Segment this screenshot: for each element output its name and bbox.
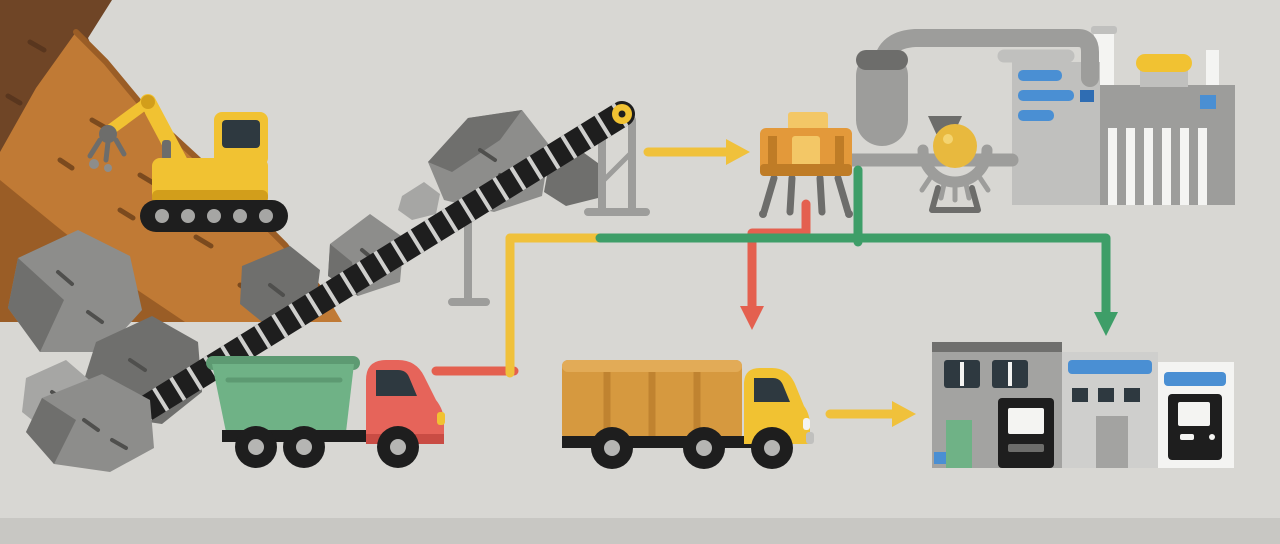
store-middle-sign [1068, 360, 1152, 374]
store-window [944, 360, 980, 388]
tower-blue-bar [1018, 70, 1062, 81]
arrow-cargo-truck-to-stores [825, 401, 916, 427]
crusher-base-band [760, 164, 852, 176]
excavator-boom [140, 94, 190, 174]
cargo-box-top [562, 360, 742, 372]
storefronts [932, 342, 1234, 468]
flow-arrows [431, 139, 1118, 427]
vending-machine [1168, 394, 1222, 460]
molten-ladle [917, 124, 993, 213]
cargo-truck [562, 360, 814, 469]
store-middle-windows [1072, 388, 1140, 402]
cargo-wheels [591, 427, 793, 469]
pulley-axle [618, 110, 626, 118]
crusher-foot [845, 210, 853, 218]
molten-ball [933, 124, 977, 168]
rock-pile-front [22, 360, 154, 472]
molten-highlight [943, 134, 953, 144]
dump-headlight [437, 412, 445, 425]
store-right [1158, 362, 1234, 468]
exhaust-stack [162, 140, 171, 160]
arrowhead-down [1094, 312, 1118, 336]
atm-kiosk [998, 398, 1054, 468]
dump-cab-window [376, 370, 417, 396]
factory [1012, 26, 1235, 205]
crusher-stripe [768, 136, 777, 168]
ladle-burner-spikes [919, 175, 991, 203]
ground-strip [0, 518, 1280, 544]
boom-joint [141, 95, 155, 109]
store-window [992, 360, 1028, 388]
hill-texture-dashes [57, 117, 258, 297]
conveyor-supports [448, 116, 650, 306]
cargo-box-panels [603, 372, 701, 438]
excavator-claw [87, 125, 127, 172]
rock [8, 230, 142, 352]
tower-blue-window [1080, 90, 1094, 102]
store-middle [1062, 352, 1158, 468]
arrowhead-down [740, 306, 764, 330]
arrow-crusher-to-cargo-truck [740, 199, 811, 330]
claw-debris [104, 164, 112, 172]
rock [398, 182, 440, 220]
crusher-legs [760, 174, 852, 216]
cab-window [222, 120, 260, 148]
tower-blue-bar [1018, 90, 1074, 101]
vending-button [1180, 434, 1194, 440]
store-left-door [946, 420, 972, 468]
vending-coin-slot [1209, 434, 1215, 440]
crusher-hopper [788, 112, 828, 132]
dump-truck [206, 356, 445, 468]
factory-wall-stripes [1108, 128, 1207, 205]
factory-blue-window [1200, 95, 1216, 109]
tower-blue-bar [1018, 110, 1054, 121]
crusher-foot [759, 210, 767, 218]
conveyor-belt-treads [101, 102, 629, 444]
arrow-dump-truck-to-line [431, 233, 609, 378]
crusher [759, 112, 853, 218]
cargo-bumper [806, 432, 814, 444]
dump-bed [212, 364, 354, 432]
excavator-arm [104, 96, 154, 136]
dump-wheels [235, 426, 419, 468]
chimney-cap [1091, 26, 1117, 34]
rock [26, 374, 154, 472]
store-left-blue-box [934, 452, 946, 464]
store-right-sign [1164, 372, 1226, 386]
arrowhead-right [892, 401, 916, 427]
arrowhead-right [726, 139, 750, 165]
excavator-tracks [140, 200, 288, 232]
claw-debris [89, 159, 99, 169]
store-left [932, 342, 1062, 468]
kiosk-screen [1008, 408, 1044, 434]
kiosk-slot [1008, 444, 1044, 452]
factory-tank [1136, 54, 1192, 87]
vessel-cap [856, 50, 908, 70]
cargo-cab-window [754, 378, 790, 402]
crusher-stripe [835, 136, 844, 168]
store-middle-door [1096, 416, 1128, 468]
ladle-bowl [917, 144, 993, 188]
crusher-panel [792, 136, 820, 168]
vending-screen [1178, 402, 1210, 426]
ladle-stand [929, 185, 981, 213]
factory-chimney-small [1206, 50, 1219, 90]
cargo-headlight [803, 418, 810, 430]
tank-yellow-cap [1136, 54, 1192, 72]
arrow-conveyor-to-crusher [643, 139, 750, 165]
factory-left-tower [1012, 62, 1100, 205]
excavator [87, 94, 288, 232]
arrow-line-to-stores [595, 233, 1118, 336]
store-left-roofline [932, 342, 1062, 352]
smelter-vessel [856, 50, 908, 146]
